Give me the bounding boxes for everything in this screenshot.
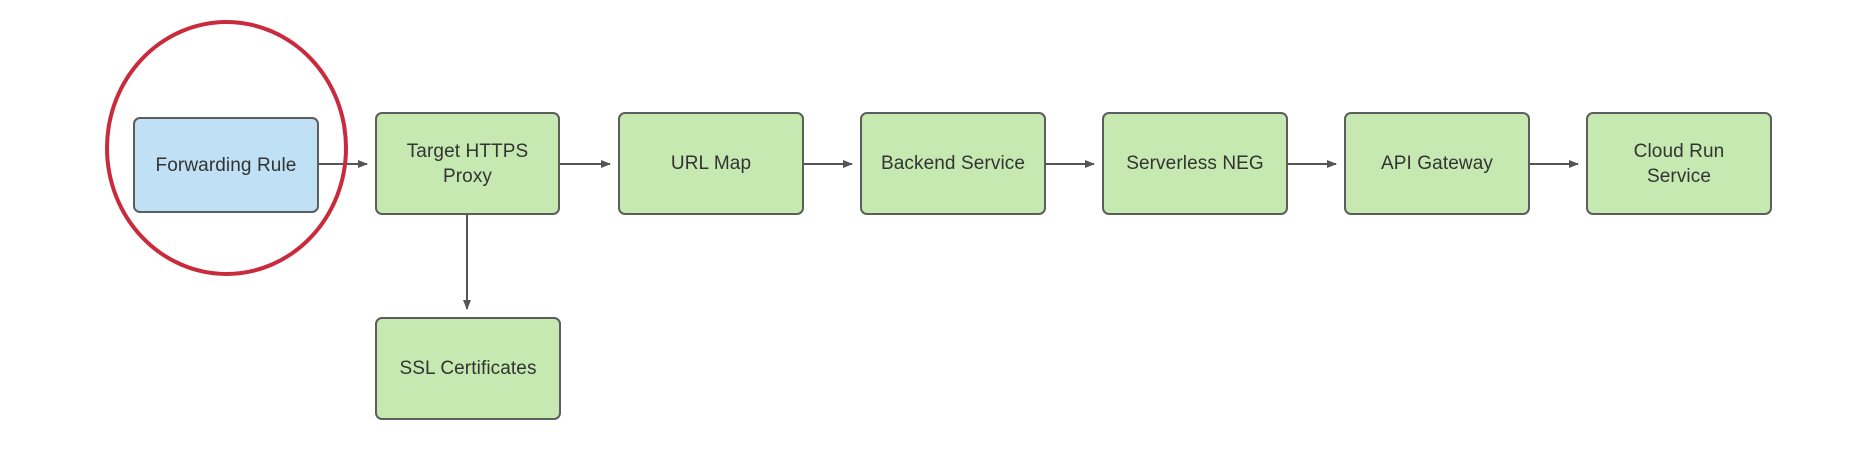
node-label-forwarding-rule: Forwarding Rule bbox=[155, 154, 297, 176]
node-serverless-neg[interactable]: Serverless NEG bbox=[1102, 112, 1288, 215]
node-label-target-https-proxy: Target HTTPS Proxy bbox=[406, 140, 529, 187]
node-label-cloud-run-service: Cloud Run Service bbox=[1633, 140, 1725, 187]
node-label-backend-service: Backend Service bbox=[880, 153, 1026, 174]
node-url-map[interactable]: URL Map bbox=[618, 112, 804, 215]
node-label-url-map: URL Map bbox=[670, 153, 752, 174]
node-label-serverless-neg: Serverless NEG bbox=[1126, 153, 1264, 174]
highlight-circle-forwarding-rule bbox=[105, 20, 348, 276]
node-target-https-proxy[interactable]: Target HTTPS Proxy bbox=[375, 112, 560, 215]
node-cloud-run-service[interactable]: Cloud Run Service bbox=[1586, 112, 1772, 215]
node-ssl-certificates[interactable]: SSL Certificates bbox=[375, 317, 561, 420]
node-forwarding-rule[interactable]: Forwarding Rule bbox=[133, 117, 319, 213]
node-api-gateway[interactable]: API Gateway bbox=[1344, 112, 1530, 215]
node-label-api-gateway: API Gateway bbox=[1381, 153, 1493, 174]
node-backend-service[interactable]: Backend Service bbox=[860, 112, 1046, 215]
node-label-ssl-certificates: SSL Certificates bbox=[399, 358, 537, 379]
